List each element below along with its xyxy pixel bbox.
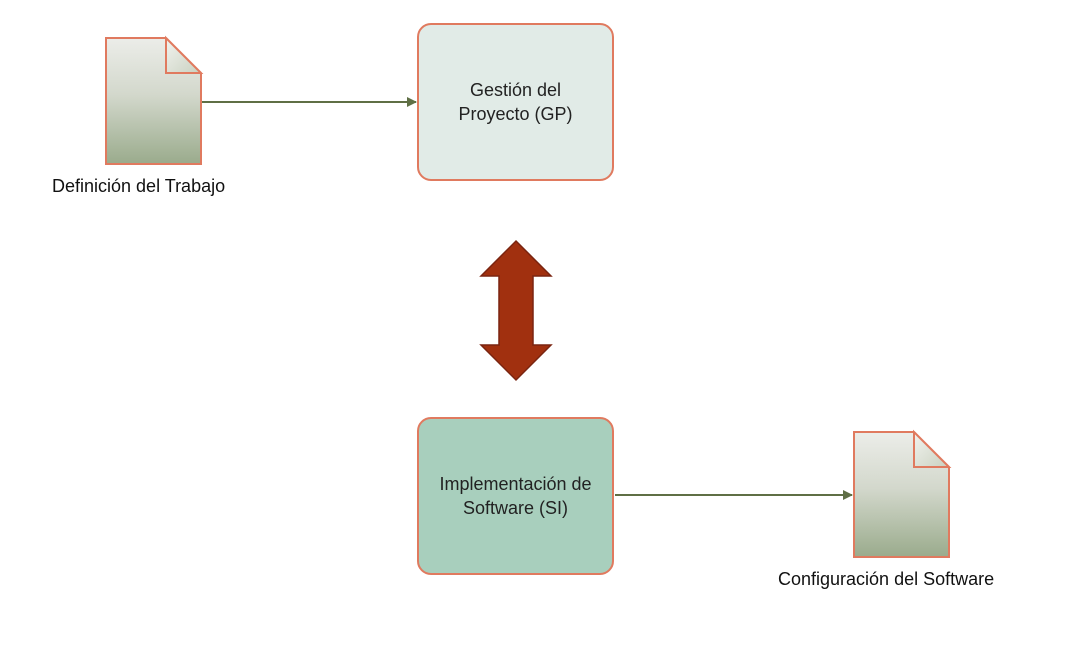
project-management-node-line2: Proyecto (GP) — [458, 104, 573, 124]
software-implementation-node-line2: Software (SI) — [462, 498, 569, 518]
software-implementation-node-line1: Implementación de — [439, 474, 592, 494]
software-configuration-document-icon — [853, 429, 952, 558]
work-definition-document-icon — [105, 35, 204, 165]
software-implementation-node: Implementación de Software (SI) — [417, 417, 614, 575]
software-configuration-label: Configuración del Software — [778, 569, 995, 589]
project-management-node-line1: Gestión del — [469, 80, 562, 100]
double-arrow-icon — [479, 239, 553, 382]
work-definition-label: Definición del Trabajo — [52, 176, 226, 196]
project-management-node: Gestión del Proyecto (GP) — [417, 23, 614, 181]
